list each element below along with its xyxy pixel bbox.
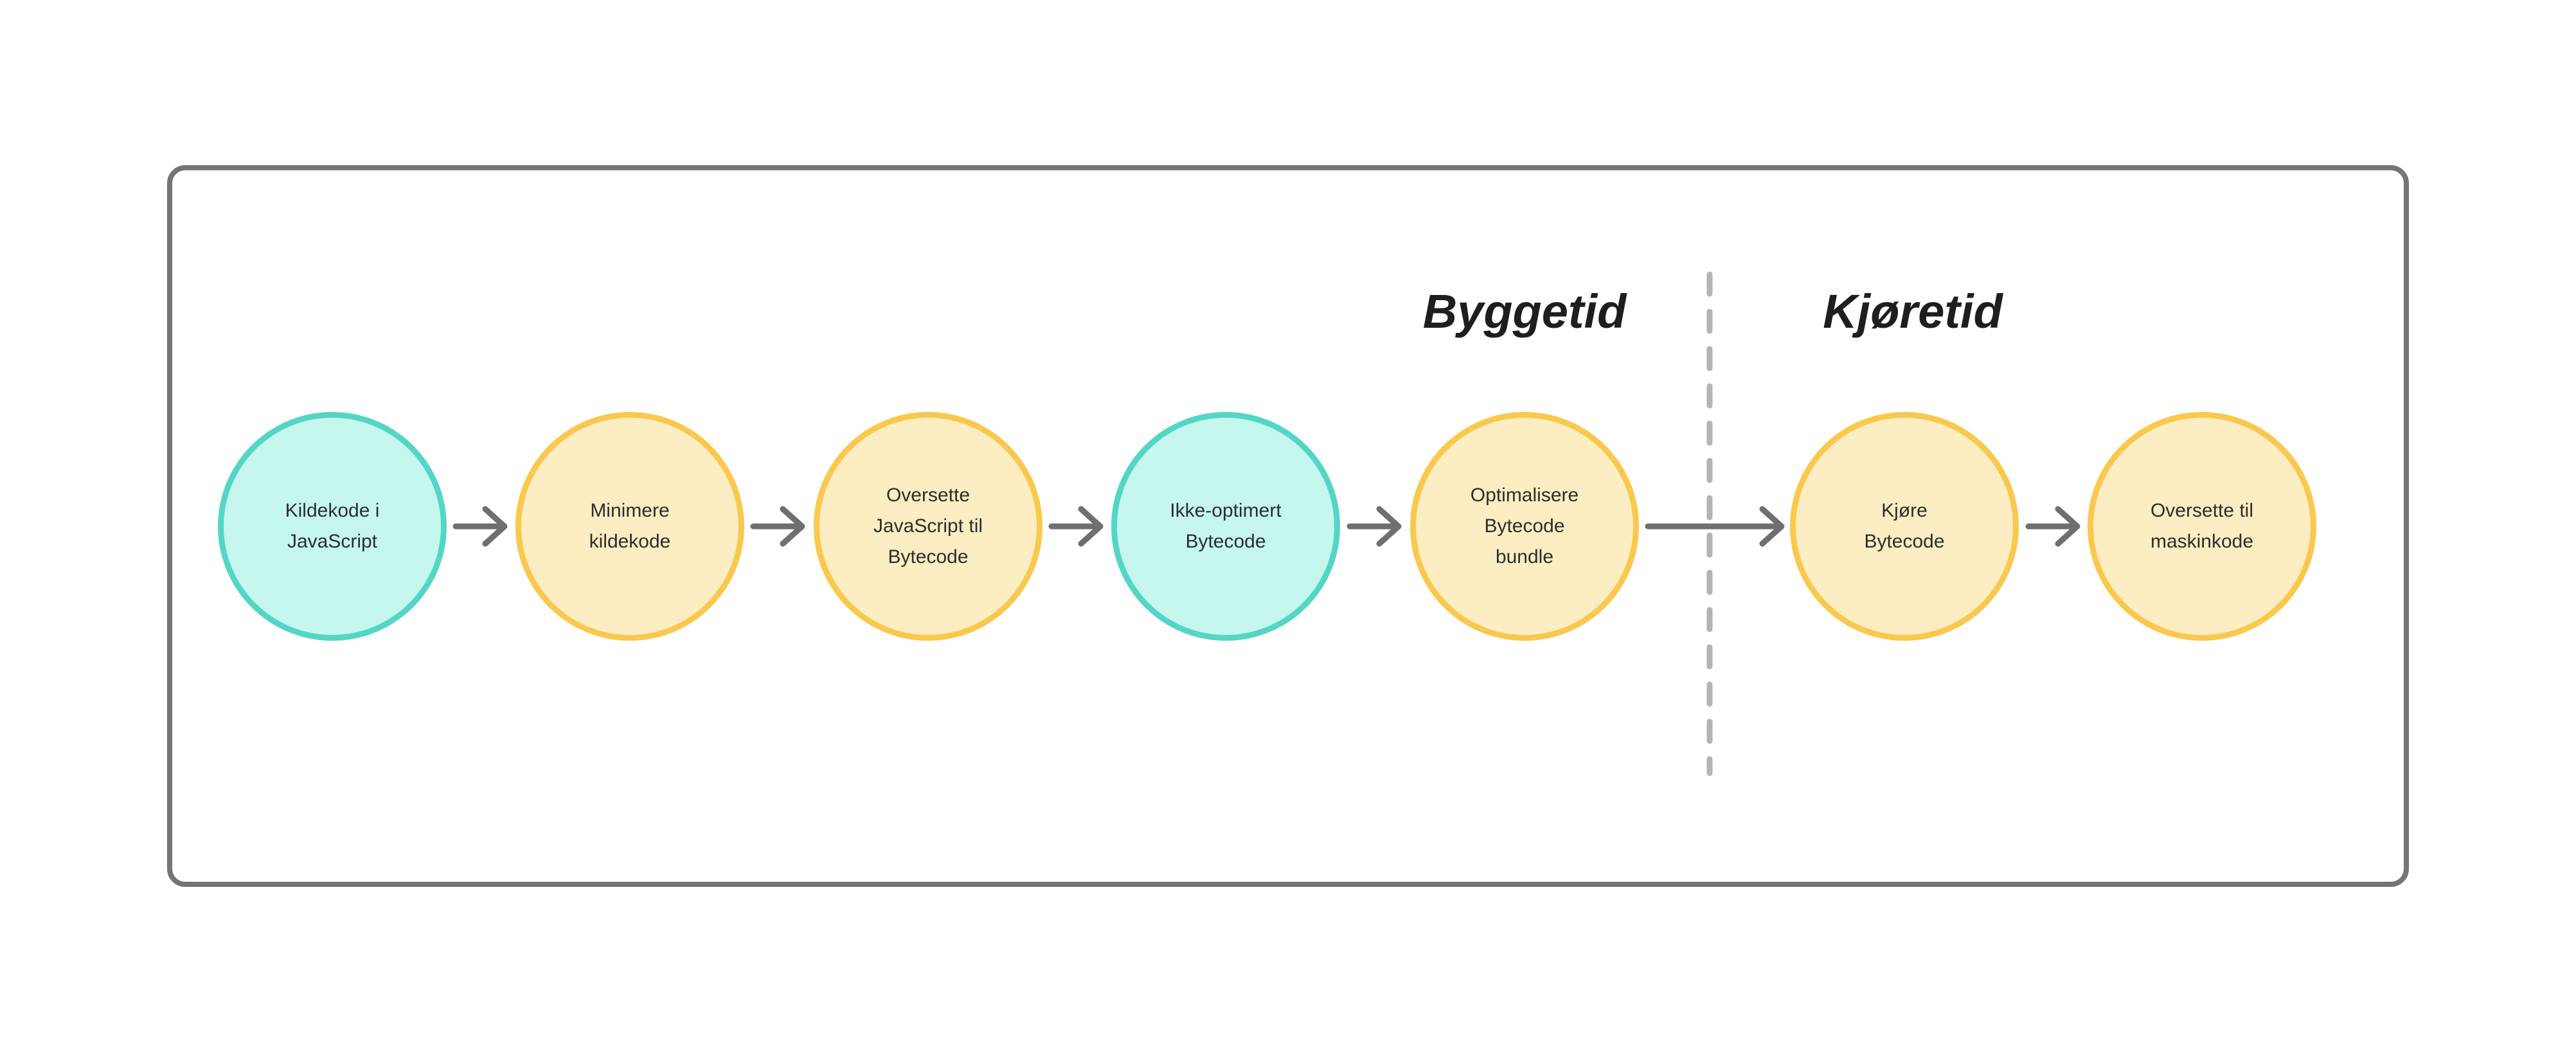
diagram-frame xyxy=(167,165,2409,887)
arrow-connector-3 xyxy=(1048,488,1104,565)
arrow-right-icon xyxy=(1645,506,1785,547)
arrow-right-icon xyxy=(750,506,805,547)
arrow-connector-5-crossing-divider xyxy=(1644,488,1785,565)
node-kildekode-i-javascript: Kildekode i JavaScript xyxy=(218,412,447,641)
section-title-kjoretid: Kjøretid xyxy=(1823,285,2003,338)
arrow-connector-1 xyxy=(452,488,508,565)
arrow-right-icon xyxy=(2025,506,2080,547)
arrow-connector-4 xyxy=(1346,488,1402,565)
section-divider-dashed-line xyxy=(1706,271,1713,776)
arrow-connector-6 xyxy=(2025,488,2081,565)
arrow-connector-2 xyxy=(749,488,806,565)
arrow-right-icon xyxy=(452,506,508,547)
node-oversette-til-maskinkode: Oversette til maskinkode xyxy=(2088,412,2316,641)
node-oversette-js-til-bytecode: Oversette JavaScript til Bytecode xyxy=(814,412,1042,641)
node-kjore-bytecode: Kjøre Bytecode xyxy=(1790,412,2019,641)
node-ikke-optimert-bytecode: Ikke-optimert Bytecode xyxy=(1111,412,1340,641)
arrow-right-icon xyxy=(1048,506,1104,547)
arrow-right-icon xyxy=(1346,506,1402,547)
node-optimalisere-bytecode-bundle: Optimalisere Bytecode bundle xyxy=(1410,412,1639,641)
node-minimere-kildekode: Minimere kildekode xyxy=(515,412,744,641)
section-title-byggetid: Byggetid xyxy=(1422,285,1627,338)
